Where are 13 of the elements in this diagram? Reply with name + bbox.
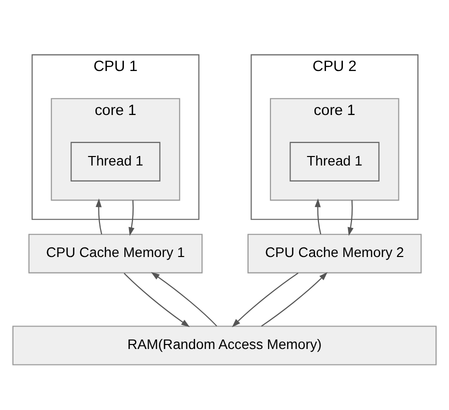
arrow <box>128 200 134 236</box>
arrow <box>151 272 218 326</box>
arrow <box>348 200 354 236</box>
node-box: CPU Cache Memory 1 <box>28 233 203 273</box>
node-box: Thread 1 <box>290 141 380 181</box>
arrow <box>124 272 190 327</box>
arrow <box>261 272 328 326</box>
node-box: RAM(Random Access Memory) <box>12 325 437 365</box>
node-box: Thread 1 <box>70 141 160 181</box>
node-box: CPU Cache Memory 2 <box>247 233 422 273</box>
arrow <box>232 272 298 327</box>
arrow <box>96 198 102 234</box>
arrow <box>314 198 322 234</box>
